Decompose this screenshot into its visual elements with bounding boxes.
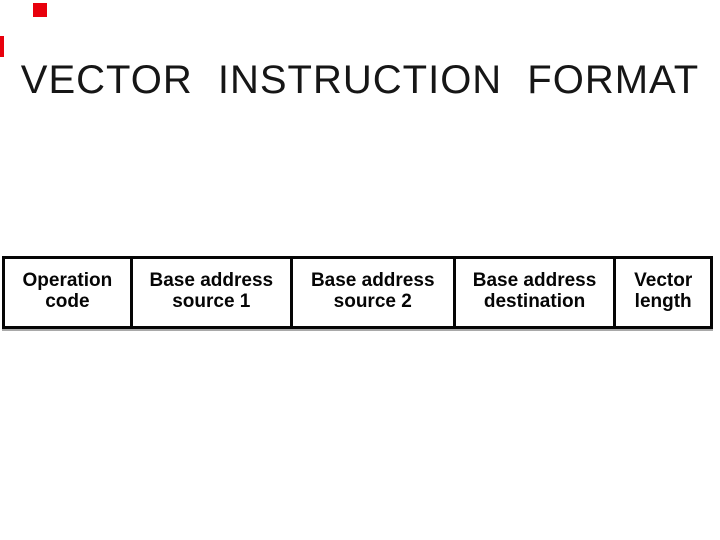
table-cell-base-address-source-1: Base address source 1 — [129, 259, 290, 326]
red-corner-mark — [33, 3, 47, 17]
cell-line-1: Base address — [149, 270, 274, 291]
slide-title: VECTOR INSTRUCTION FORMAT — [20, 58, 700, 102]
cell-line-2: destination — [483, 291, 586, 312]
table-cell-base-address-destination: Base address destination — [452, 259, 614, 326]
table-cell-operation-code: Operation code — [5, 259, 130, 326]
cell-line-1: Base address — [472, 270, 597, 291]
cell-line-1: Base address — [310, 270, 435, 291]
table-cell-base-address-source-2: Base address source 2 — [289, 259, 453, 326]
red-edge-mark — [0, 36, 4, 57]
cell-line-2: source 1 — [172, 291, 251, 312]
cell-line-1: Vector — [634, 270, 693, 291]
instruction-format-table: Operation code Base address source 1 Bas… — [2, 256, 713, 329]
cell-line-2: source 2 — [333, 291, 412, 312]
cell-line-2: length — [634, 291, 692, 312]
table-cell-vector-length: Vector length — [613, 259, 710, 326]
cell-line-1: Operation — [22, 270, 113, 291]
cell-line-2: code — [45, 291, 90, 312]
